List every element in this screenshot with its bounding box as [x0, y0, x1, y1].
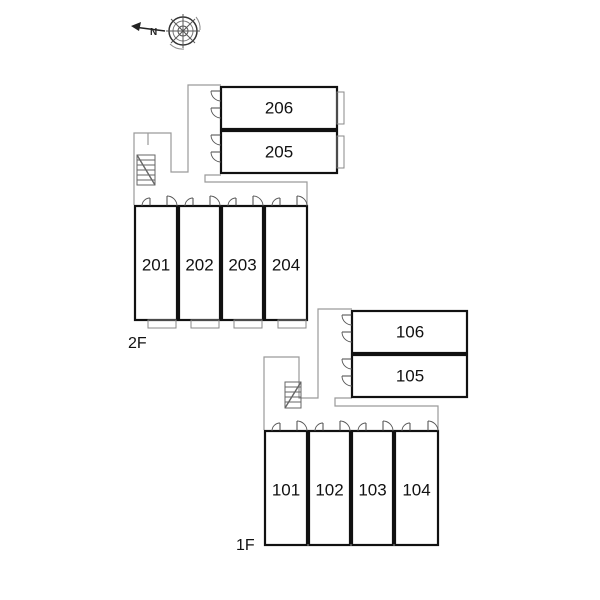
- compass-north-label: N: [150, 27, 157, 38]
- balcony: [336, 91, 345, 125]
- unit-label-203: 203: [228, 256, 256, 275]
- unit-label-106: 106: [396, 323, 424, 342]
- unit-label-205: 205: [265, 143, 293, 162]
- unit-102: [307, 429, 352, 547]
- unit-label-105: 105: [396, 367, 424, 386]
- balcony: [233, 319, 263, 329]
- door-icon: [271, 420, 308, 432]
- door-icon: [341, 358, 353, 370]
- door-icon: [227, 195, 264, 207]
- unit-label-202: 202: [185, 256, 213, 275]
- door-icon: [314, 420, 351, 432]
- unit-label-204: 204: [272, 256, 300, 275]
- floor-label-2f: 2F: [128, 335, 147, 352]
- balcony: [336, 135, 345, 169]
- unit-103: [350, 429, 395, 547]
- door-icon: [210, 134, 222, 146]
- door-icon: [271, 195, 308, 207]
- unit-label-206: 206: [265, 99, 293, 118]
- stairs-icon: [136, 154, 156, 186]
- walkway-2f: [133, 84, 308, 205]
- unit-104: [393, 429, 440, 547]
- stairs-icon: [284, 381, 302, 409]
- unit-label-102: 102: [315, 481, 343, 500]
- balcony: [277, 319, 307, 329]
- door-icon: [401, 420, 439, 432]
- unit-label-201: 201: [142, 256, 170, 275]
- door-icon: [184, 195, 221, 207]
- door-icon: [141, 195, 178, 207]
- balcony: [147, 319, 177, 329]
- door-icon: [341, 314, 353, 326]
- unit-label-103: 103: [358, 481, 386, 500]
- unit-101: [263, 429, 309, 547]
- compass-rose-icon: N: [131, 14, 201, 50]
- unit-label-101: 101: [272, 481, 300, 500]
- door-icon: [210, 107, 222, 119]
- floor-label-1f: 1F: [236, 537, 255, 554]
- unit-label-104: 104: [402, 481, 430, 500]
- floor-1f: 106 105: [236, 308, 469, 554]
- door-icon: [357, 420, 394, 432]
- walkway-1f: [263, 308, 439, 430]
- floor-2f: 206 205: [128, 84, 345, 352]
- door-icon: [210, 90, 222, 102]
- door-icon: [341, 331, 353, 343]
- door-icon: [210, 151, 222, 163]
- door-icon: [341, 375, 353, 387]
- balcony: [190, 319, 220, 329]
